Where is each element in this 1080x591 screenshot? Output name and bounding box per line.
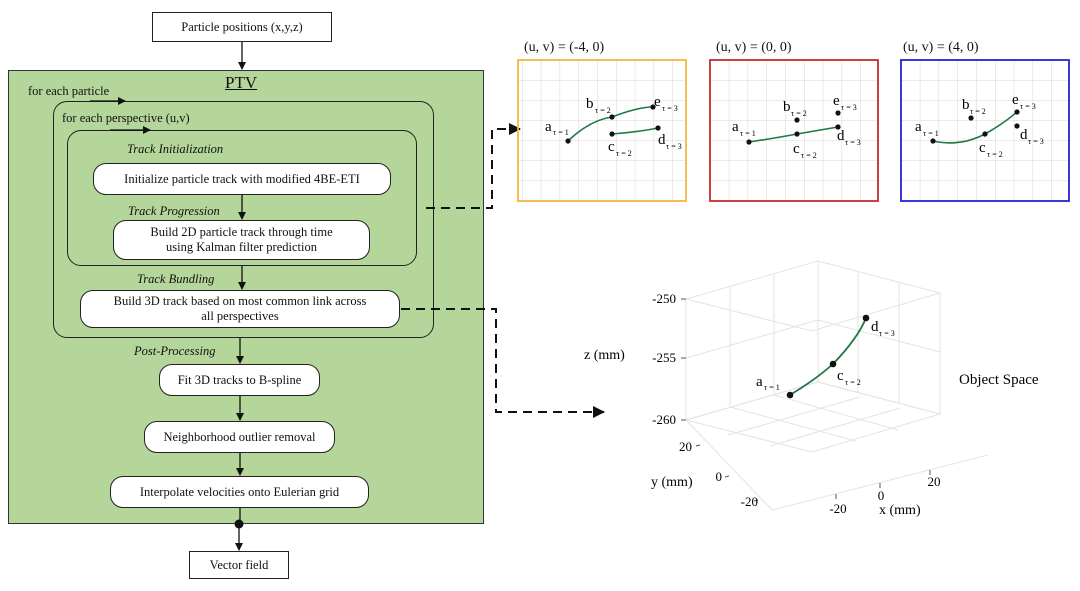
step-outlier-text: Neighborhood outlier removal xyxy=(163,429,316,444)
z-tick-2: -260 xyxy=(652,412,676,427)
pt-d-sub-3: τ = 3 xyxy=(1028,137,1044,146)
pt-e-2: e xyxy=(833,93,840,109)
pt-b-3: b xyxy=(962,97,970,113)
x-tick-2: 20 xyxy=(928,474,941,489)
point-c-3d xyxy=(829,360,837,368)
pt-c-sub-3d: τ = 2 xyxy=(845,378,861,387)
stage-init-label: Track Initialization xyxy=(127,142,224,156)
stage-post-label: Post-Processing xyxy=(134,344,216,358)
input-box: Particle positions (x,y,z) xyxy=(152,12,332,42)
point-d-3d xyxy=(862,314,870,322)
step-bundle-line2: all perspectives xyxy=(201,309,279,323)
pt-a-3d: a xyxy=(756,374,763,390)
input-label: Particle positions (x,y,z) xyxy=(181,19,303,34)
pt-d-2: d xyxy=(837,128,845,144)
loop-perspective-label: for each perspective (u,v) xyxy=(62,111,190,125)
pt-b-sub-3: τ = 2 xyxy=(970,107,986,116)
plot3d-grid xyxy=(684,260,989,511)
pt-d: d xyxy=(658,132,666,148)
x-tick-1: 0 xyxy=(878,488,885,503)
step-progress-line1: Build 2D particle track through time xyxy=(150,225,333,239)
pt-a: a xyxy=(545,119,552,135)
y-tick-1: 0 xyxy=(716,469,723,484)
pt-c-sub-2: τ = 2 xyxy=(801,151,817,160)
step-interp-text: Interpolate velocities onto Eulerian gri… xyxy=(139,484,340,499)
y-tick-0: 20 xyxy=(679,439,692,454)
point-a-3d xyxy=(786,391,794,399)
x-tick-0: -20 xyxy=(829,501,846,516)
z-tick-1: -255 xyxy=(652,350,676,365)
pt-c-sub: τ = 2 xyxy=(616,149,632,158)
dashed-to-perspectives xyxy=(426,123,521,209)
pt-c-2: c xyxy=(793,141,800,157)
pt-c-sub-3: τ = 2 xyxy=(987,150,1003,159)
perspective-label-center: (u, v) = (0, 0) xyxy=(716,40,792,55)
y-tick-2: -20 xyxy=(741,494,758,509)
step-outlier: Neighborhood outlier removal xyxy=(144,421,335,453)
pt-b-2: b xyxy=(783,99,791,115)
object-space-title: Object Space xyxy=(959,372,1039,388)
pt-c-3d: c xyxy=(837,368,844,384)
perspective-label-left: (u, v) = (-4, 0) xyxy=(524,40,605,55)
pt-c: c xyxy=(608,139,615,155)
step-bspline: Fit 3D tracks to B-spline xyxy=(159,364,320,396)
output-label: Vector field xyxy=(209,557,269,572)
plot3d-axes xyxy=(681,298,931,502)
pt-a-sub: τ = 1 xyxy=(553,128,569,137)
step-interp: Interpolate velocities onto Eulerian gri… xyxy=(110,476,369,508)
y-axis-label: y (mm) xyxy=(651,475,693,490)
pt-d-sub: τ = 3 xyxy=(666,142,682,151)
pt-b-sub: τ = 2 xyxy=(595,106,611,115)
step-bundle-line1: Build 3D track based on most common link… xyxy=(113,294,367,308)
step-bspline-text: Fit 3D tracks to B-spline xyxy=(177,372,302,387)
pt-b: b xyxy=(586,96,594,112)
pt-e-sub-3: τ = 3 xyxy=(1020,102,1036,111)
pt-d-sub-2: τ = 3 xyxy=(845,138,861,147)
step-progress-line2: using Kalman filter prediction xyxy=(165,240,317,254)
z-tick-0: -250 xyxy=(652,291,676,306)
perspective-label-right: (u, v) = (4, 0) xyxy=(903,40,979,55)
step-init-text: Initialize particle track with modified … xyxy=(124,171,360,186)
stage-progress-label: Track Progression xyxy=(128,204,220,218)
pt-a-3: a xyxy=(915,119,922,135)
pt-a-2: a xyxy=(732,119,739,135)
x-axis-label: x (mm) xyxy=(879,503,921,518)
stage-bundle-label: Track Bundling xyxy=(137,272,215,286)
loop-particle xyxy=(53,101,434,338)
panel-title: PTV xyxy=(225,73,258,92)
pt-a-sub-3: τ = 1 xyxy=(923,129,939,138)
pt-e: e xyxy=(654,94,661,110)
dashed-to-object-space xyxy=(401,308,605,418)
loop-perspective xyxy=(67,130,417,266)
z-axis-label: z (mm) xyxy=(584,348,625,363)
pt-d-sub-3d: τ = 3 xyxy=(879,329,895,338)
pt-c-3: c xyxy=(979,140,986,156)
pt-e-sub-2: τ = 3 xyxy=(841,103,857,112)
pt-e-3: e xyxy=(1012,92,1019,108)
pt-a-sub-2: τ = 1 xyxy=(740,129,756,138)
pt-e-sub: τ = 3 xyxy=(662,104,678,113)
step-init: Initialize particle track with modified … xyxy=(93,163,391,195)
step-progress: Build 2D particle track through time usi… xyxy=(113,220,370,260)
step-bundle: Build 3D track based on most common link… xyxy=(80,290,400,328)
loop-particle-label: for each particle xyxy=(28,84,110,98)
pt-d-3: d xyxy=(1020,127,1028,143)
pt-d-3d: d xyxy=(871,319,879,335)
output-box: Vector field xyxy=(189,551,289,579)
pt-b-sub-2: τ = 2 xyxy=(791,109,807,118)
pt-a-sub-3d: τ = 1 xyxy=(764,383,780,392)
